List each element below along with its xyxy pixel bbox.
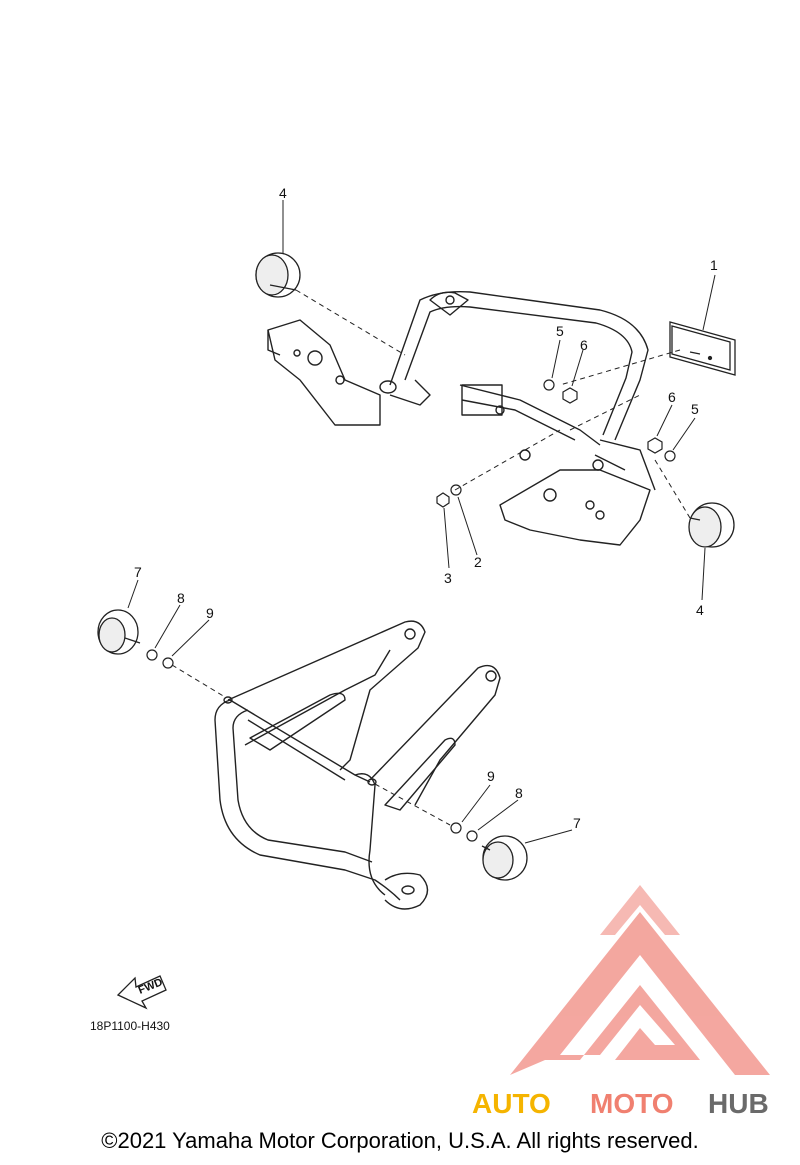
washer-8-right bbox=[466, 830, 478, 842]
washer-5-right bbox=[664, 450, 676, 462]
copyright-notice: ©2021 Yamaha Motor Corporation, U.S.A. A… bbox=[101, 1128, 699, 1153]
callout-4-top: 4 bbox=[279, 185, 287, 201]
grommet-bottom-right bbox=[688, 502, 735, 548]
callout-9-left: 9 bbox=[206, 605, 214, 621]
logo-triangle-icon bbox=[510, 912, 770, 1075]
upper-leader-lines bbox=[282, 200, 716, 601]
center-mount bbox=[461, 384, 503, 416]
callout-6-left: 6 bbox=[580, 337, 588, 353]
lower-strut-bottom bbox=[369, 664, 501, 806]
watermark-hub: HUB bbox=[708, 1088, 769, 1119]
callout-1: 1 bbox=[710, 257, 718, 273]
lower-guard-tube-outer bbox=[214, 699, 401, 901]
callout-4-bottom: 4 bbox=[696, 602, 704, 618]
callout-7-left: 7 bbox=[134, 564, 142, 580]
bumper-left bbox=[97, 609, 141, 655]
lower-leader-lines bbox=[127, 579, 573, 844]
nut-6-left bbox=[562, 387, 578, 404]
washer-8-left bbox=[146, 649, 158, 661]
callout-5-right: 5 bbox=[691, 401, 699, 417]
reflector-plate bbox=[669, 321, 736, 376]
lower-washers bbox=[146, 649, 478, 842]
logo-peak-icon bbox=[600, 885, 680, 935]
callout-6-right: 6 bbox=[668, 389, 676, 405]
callout-8-left: 8 bbox=[177, 590, 185, 606]
nut-6-right bbox=[647, 437, 663, 454]
nut-3 bbox=[436, 492, 450, 508]
upper-assembly-lines bbox=[295, 289, 691, 519]
fwd-arrow-icon: FWD bbox=[116, 975, 167, 1010]
lower-guard-assembly bbox=[214, 620, 501, 910]
callout-9-right: 9 bbox=[487, 768, 495, 784]
diagram-part-code: 18P1100-H430 bbox=[90, 1019, 170, 1033]
upper-guard-tube-inner bbox=[404, 305, 633, 436]
lower-assembly-lines bbox=[171, 664, 451, 826]
callout-8-right: 8 bbox=[515, 785, 523, 801]
watermark-auto: AUTO bbox=[472, 1088, 551, 1119]
callout-2: 2 bbox=[474, 554, 482, 570]
grommet-top-left bbox=[255, 252, 301, 298]
automotohub-watermark: AUTO MOTO HUB bbox=[472, 1088, 769, 1119]
right-bracket-plate bbox=[499, 469, 651, 546]
bumper-right bbox=[481, 835, 528, 881]
washer-5-left bbox=[543, 379, 555, 391]
watermark-moto: MOTO bbox=[590, 1088, 673, 1119]
callout-5-left: 5 bbox=[556, 323, 564, 339]
automotohub-logo bbox=[510, 885, 770, 1075]
left-bracket-plate bbox=[267, 319, 381, 426]
washer-9-right bbox=[450, 822, 462, 834]
upper-fasteners bbox=[436, 379, 676, 508]
lower-strut-top bbox=[227, 620, 426, 771]
callout-3: 3 bbox=[444, 570, 452, 586]
callout-7-right: 7 bbox=[573, 815, 581, 831]
upper-bracket-assembly bbox=[267, 290, 656, 546]
upper-guard-tube-outer bbox=[389, 290, 649, 441]
washer-9-left bbox=[162, 657, 174, 669]
